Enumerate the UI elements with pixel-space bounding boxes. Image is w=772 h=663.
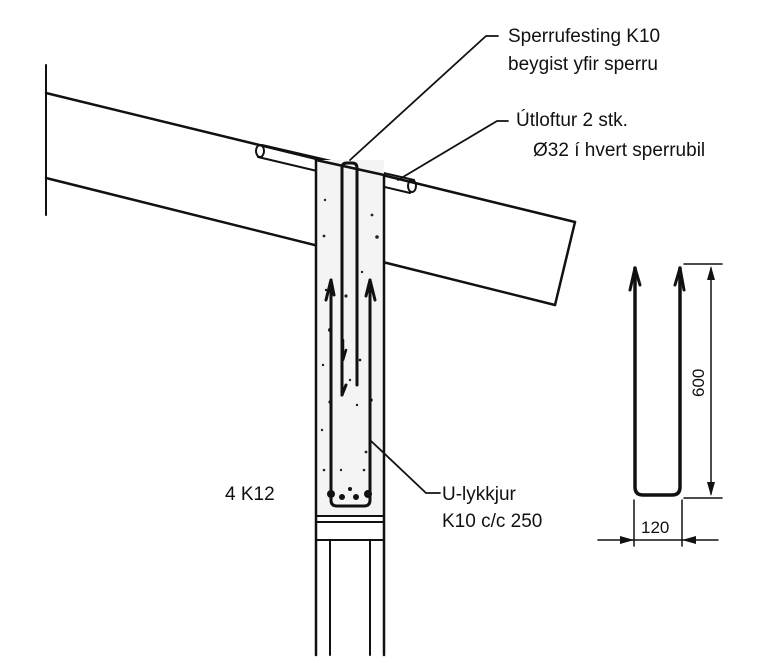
concrete-wall <box>314 158 386 657</box>
u-loop-detail <box>628 266 686 497</box>
vent-label-line2: Ø32 í hvert sperrubil <box>533 140 705 161</box>
u-loop-label-line2: K10 c/c 250 <box>442 511 542 532</box>
leader-lines <box>349 35 509 494</box>
rafter-fixing-bar <box>340 161 359 397</box>
rafter <box>44 91 577 307</box>
dimension-width <box>597 499 719 547</box>
rafter-fixing-label-line1: Sperrufesting K10 <box>508 26 660 47</box>
vent-label-line1: Útloftur 2 stk. <box>516 109 628 131</box>
rebar-label: 4 K12 <box>225 484 275 505</box>
rafter-fixing-label-line2: beygist yfir sperru <box>508 54 658 75</box>
dimension-width-text: 120 <box>641 518 669 537</box>
u-loop-label-line1: U-lykkjur <box>442 484 517 505</box>
dimension-height <box>683 263 723 499</box>
dimension-height-text: 600 <box>689 369 708 397</box>
u-loop-rebar <box>324 278 377 508</box>
